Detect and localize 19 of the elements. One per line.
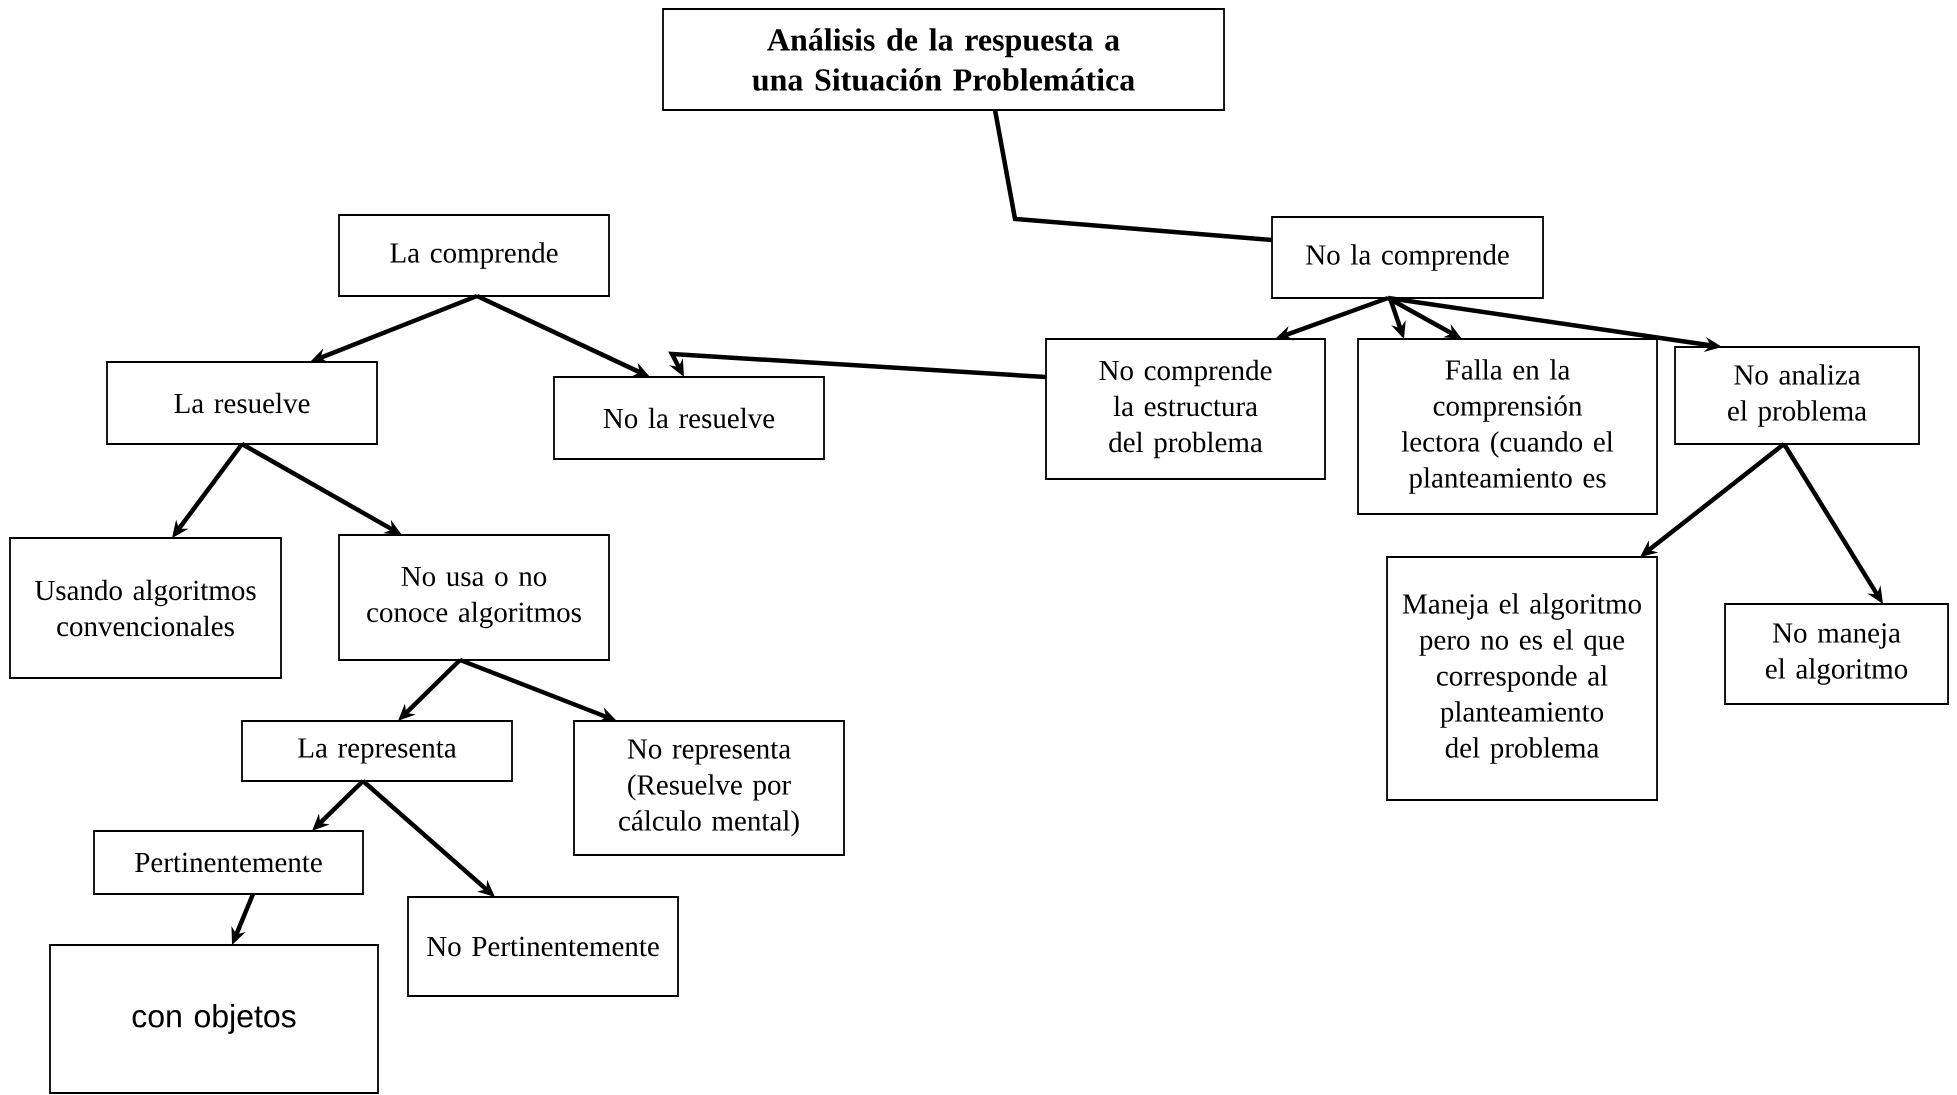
process-box: No analiza el problema [1674,346,1920,445]
connector-line [992,109,1273,243]
process-box: No la comprende [1271,216,1544,299]
process-box: La resuelve [106,361,378,445]
title-box: Análisis de la respuesta a una Situación Problemática [662,8,1225,111]
process-box: Pertinentemente [93,830,364,895]
arrow [668,351,1047,380]
process-box: La comprende [338,214,610,297]
process-box: Usando algoritmos convencionales [9,537,282,679]
process-box: Falla en la comprensión lectora (cuando el planteamiento es [1357,338,1658,515]
process-box: No maneja el algoritmo [1724,603,1949,705]
process-box: No Pertinentemente [407,896,679,997]
process-box: No representa (Resuelve por cálculo mental) [573,720,845,856]
process-box: No la resuelve [553,376,825,460]
process-box: Maneja el algoritmo pero no es el que corresponde al planteamiento del problema [1386,556,1658,801]
process-box: No comprende la estructura del problema [1045,338,1326,480]
process-box: con objetos [49,944,379,1094]
process-box: La representa [241,720,513,782]
process-box: No usa o no conoce algoritmos [338,534,610,661]
